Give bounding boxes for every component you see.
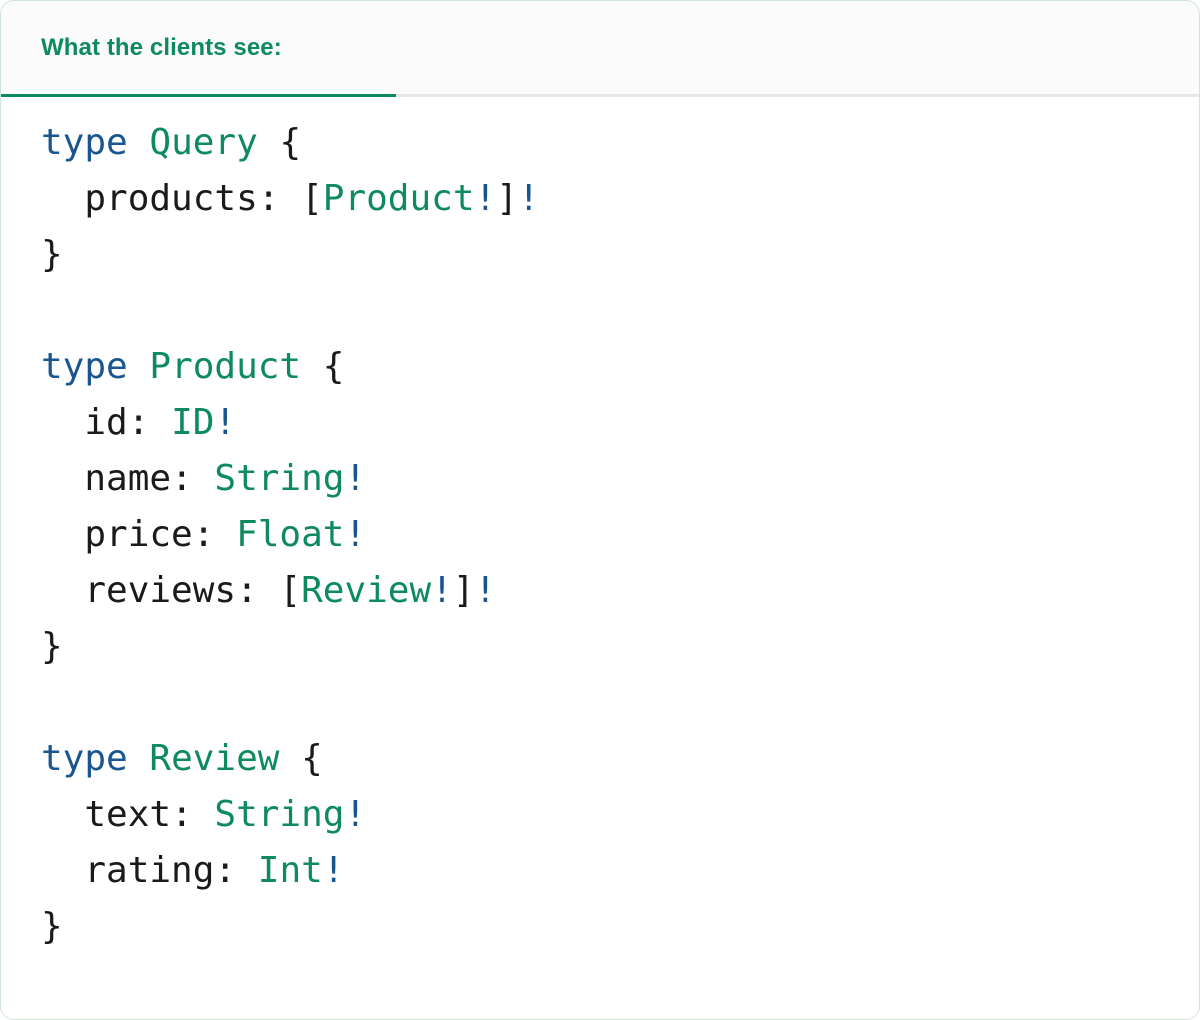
code-token-type: Float — [236, 514, 345, 555]
code-token-punc: [ — [279, 178, 323, 219]
code-line: price: Float! — [41, 507, 1199, 563]
code-token-bang: ! — [322, 850, 345, 891]
code-token-bang: ! — [344, 514, 367, 555]
code-token-type: Product — [149, 346, 302, 387]
code-token-field: name: — [41, 458, 193, 499]
code-line: ​ — [41, 283, 1199, 339]
code-token-type: Query — [149, 122, 258, 163]
code-token-bang: ! — [344, 794, 367, 835]
code-token-bang: ! — [214, 402, 237, 443]
code-area[interactable]: type Query { products: [Product!]!}​type… — [1, 97, 1199, 1019]
code-token-field: id: — [41, 402, 150, 443]
code-token-punc — [214, 514, 236, 555]
code-token-punc — [128, 738, 150, 779]
code-line: id: ID! — [41, 395, 1199, 451]
code-token-punc: ] — [496, 178, 518, 219]
tab-what-the-clients-see[interactable]: What the clients see: — [1, 1, 396, 97]
code-line: type Review { — [41, 731, 1199, 787]
code-token-bang: ! — [431, 570, 453, 611]
code-line: type Product { — [41, 339, 1199, 395]
code-token-bang: ! — [344, 458, 367, 499]
code-token-bang: ! — [474, 570, 497, 611]
code-token-punc: } — [41, 626, 63, 667]
tab-label: What the clients see: — [41, 33, 282, 61]
code-token-punc: { — [279, 738, 323, 779]
code-line: products: [Product!]! — [41, 171, 1199, 227]
code-line: reviews: [Review!]! — [41, 563, 1199, 619]
code-token-punc: [ — [257, 570, 302, 611]
code-token-type: String — [214, 458, 345, 499]
code-token-field: rating: — [41, 850, 237, 891]
code-line: } — [41, 899, 1199, 955]
code-token-type: Int — [257, 850, 323, 891]
code-token-punc — [193, 794, 215, 835]
code-token-punc — [128, 346, 150, 387]
code-token-punc — [128, 122, 150, 163]
code-token-punc: } — [41, 234, 63, 275]
code-token-punc: { — [301, 346, 345, 387]
code-token-field: products: — [41, 178, 280, 219]
code-token-field: price: — [41, 514, 215, 555]
code-token-kw: type — [41, 738, 128, 779]
code-token-field: text: — [41, 794, 193, 835]
code-line: rating: Int! — [41, 843, 1199, 899]
code-token-kw: type — [41, 346, 128, 387]
tab-bar: What the clients see: — [1, 1, 1199, 97]
code-token-punc — [149, 402, 171, 443]
code-line: ​ — [41, 675, 1199, 731]
code-token-punc: { — [257, 122, 302, 163]
code-token-type: ID — [171, 402, 215, 443]
code-token-type: Product — [322, 178, 475, 219]
code-token-bang: ! — [517, 178, 540, 219]
code-token-kw: type — [41, 122, 128, 163]
code-token-punc: } — [41, 906, 63, 947]
code-token-punc — [193, 458, 215, 499]
code-line: } — [41, 619, 1199, 675]
code-token-punc: ] — [452, 570, 475, 611]
code-line: } — [41, 227, 1199, 283]
code-line: type Query { — [41, 115, 1199, 171]
code-token-type: String — [214, 794, 345, 835]
code-token-punc — [236, 850, 258, 891]
code-token-field: reviews: — [41, 570, 258, 611]
code-token-bang: ! — [474, 178, 497, 219]
code-line: name: String! — [41, 451, 1199, 507]
code-token-type: Review — [149, 738, 280, 779]
code-line: text: String! — [41, 787, 1199, 843]
graphql-schema-code[interactable]: type Query { products: [Product!]!}​type… — [41, 115, 1199, 955]
code-token-type: Review — [301, 570, 432, 611]
